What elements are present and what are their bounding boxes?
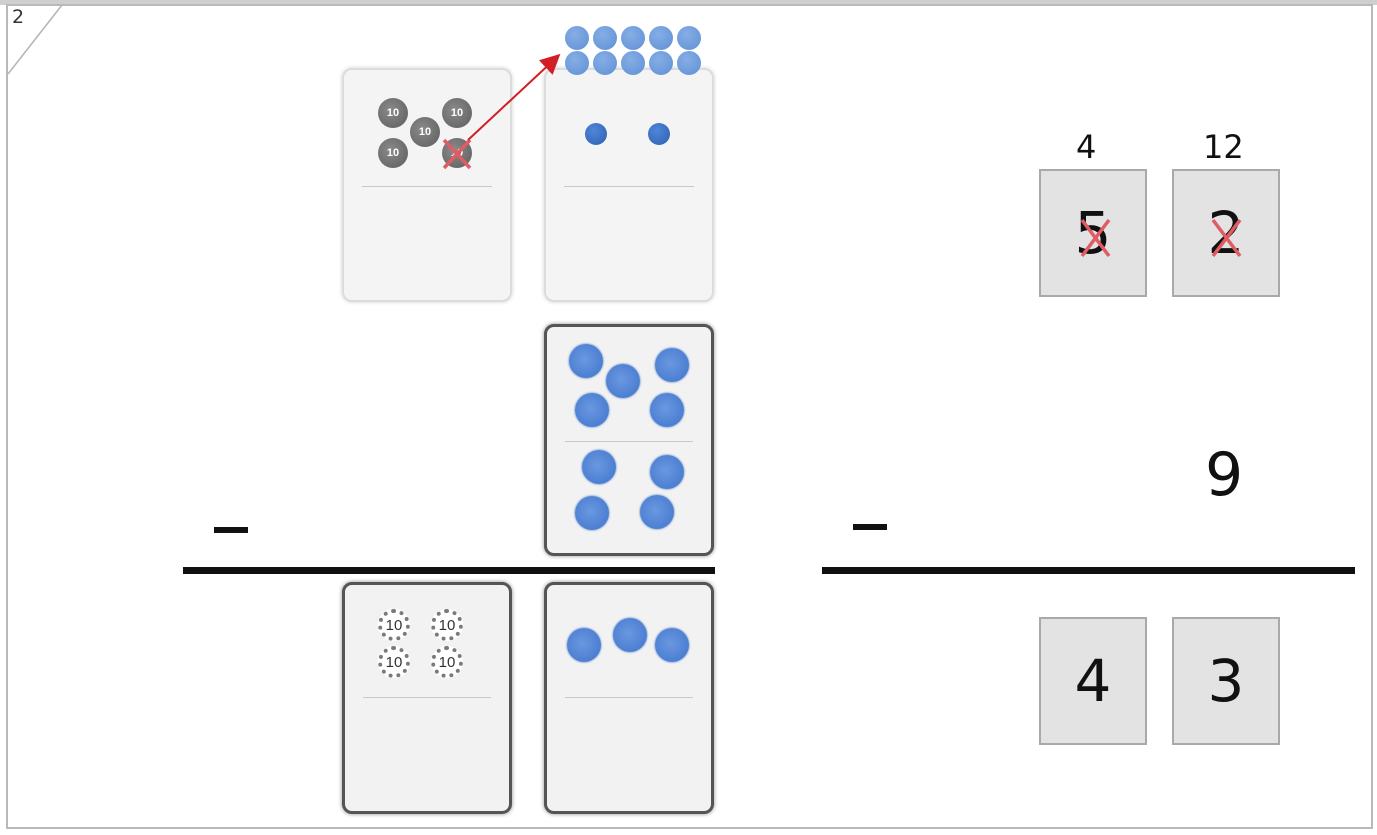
cross-out-mark — [1080, 218, 1111, 258]
subtraction-rule-left — [183, 567, 715, 574]
minus-sign-right — [853, 524, 887, 530]
ten-coin: 10 — [378, 138, 408, 168]
top-bar — [0, 0, 1377, 5]
difference-tens-card — [342, 582, 512, 814]
ten-coin: 10 — [378, 646, 410, 678]
ten-coin: 10 — [378, 609, 410, 641]
subtraction-rule-right — [822, 567, 1355, 574]
ones-dot — [650, 393, 684, 427]
top-ones-card — [544, 68, 714, 302]
card-divider — [363, 697, 491, 698]
ones-dot — [613, 618, 647, 652]
ones-dot — [606, 364, 640, 398]
ten-coin: 10 — [431, 609, 463, 641]
card-divider — [362, 186, 492, 187]
difference-tens-box: 4 — [1039, 617, 1147, 745]
ten-coin: 10 — [410, 117, 440, 147]
minus-sign-left — [214, 527, 248, 533]
regroup-ones-number: 12 — [1203, 128, 1244, 166]
ones-dot — [575, 496, 609, 530]
regroup-tens-number: 4 — [1076, 128, 1097, 166]
regroup-arrow — [467, 53, 561, 141]
subtrahend-number: 9 — [1205, 440, 1244, 510]
cross-out-mark — [442, 138, 472, 170]
ones-dot — [648, 123, 670, 145]
ones-dot — [650, 455, 684, 489]
card-divider — [565, 697, 693, 698]
difference-ones-card — [544, 582, 714, 814]
card-divider — [564, 186, 694, 187]
ones-dot — [575, 393, 609, 427]
page-corner-fold — [7, 4, 63, 75]
ten-coin: 10 — [431, 646, 463, 678]
difference-ones-box: 3 — [1172, 617, 1280, 745]
ones-dot — [640, 495, 674, 529]
top-tens-card — [342, 68, 512, 302]
card-divider — [565, 441, 693, 442]
difference-ones-digit: 3 — [1207, 647, 1245, 715]
ten-coin: 10 — [442, 98, 472, 128]
worksheet-frame — [6, 4, 1373, 829]
ones-dot — [569, 344, 603, 378]
ones-dot — [655, 628, 689, 662]
ones-dot — [655, 348, 689, 382]
ten-coin: 10 — [378, 98, 408, 128]
ones-dot — [585, 123, 607, 145]
ones-dot — [567, 628, 601, 662]
ones-dot — [582, 450, 616, 484]
page-number: 2 — [12, 6, 25, 28]
difference-tens-digit: 4 — [1074, 647, 1112, 715]
cross-out-mark — [1211, 218, 1242, 258]
